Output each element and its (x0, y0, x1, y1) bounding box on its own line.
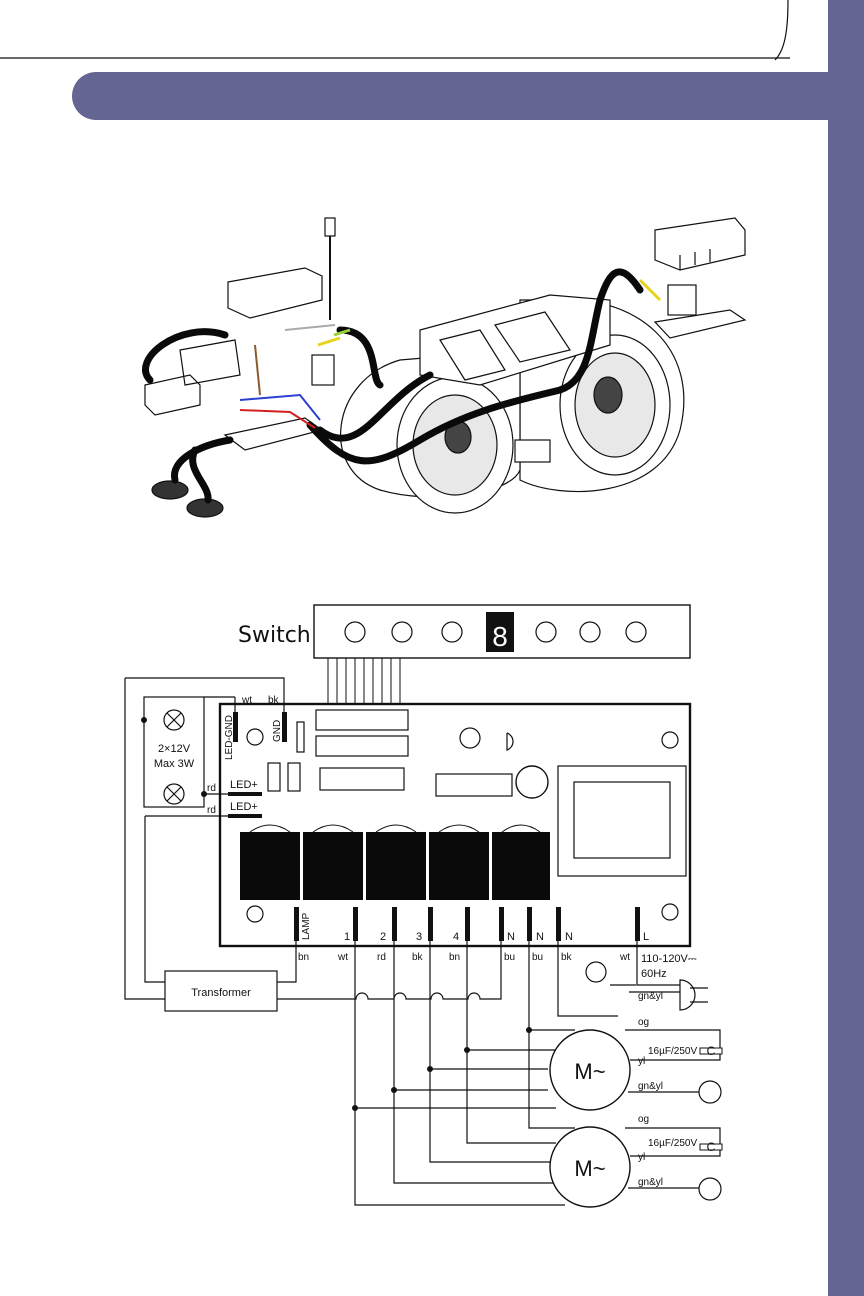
capacitor-board (516, 766, 548, 798)
ground-symbol (586, 962, 606, 982)
switch-button-6 (626, 622, 646, 642)
wire-color-9: wt (619, 952, 630, 963)
wire-bk-top: bk (268, 695, 280, 706)
chip-2 (436, 774, 512, 796)
resistor-2 (288, 763, 300, 791)
terminal-3-label: 3 (416, 931, 422, 943)
motor-2-cap-symbol: C (707, 1140, 716, 1154)
switch-button-4 (536, 622, 556, 642)
terminal-n1-label: N (507, 931, 515, 943)
relay-4 (429, 825, 489, 900)
chip-1 (320, 768, 404, 790)
rd-label-2: rd (207, 805, 216, 816)
transformer-label: Transformer (191, 987, 251, 999)
wire-color-3: rd (377, 952, 386, 963)
plug-gnyl-label: gn&yl (638, 991, 663, 1002)
supply-voltage: 110-120V⎓ (641, 953, 697, 965)
terminal-n2-label: N (536, 931, 544, 943)
led-spot-lights (152, 481, 223, 517)
led-plus-label-2: LED+ (230, 801, 258, 813)
switch-button-1 (345, 622, 365, 642)
display-digit: 8 (492, 621, 508, 652)
gnd-label: GND (272, 720, 283, 742)
wire-color-6: bu (504, 952, 515, 963)
supply-frequency: 60Hz (641, 968, 667, 980)
junction-box-right (655, 218, 745, 338)
wire-color-8: bk (561, 952, 573, 963)
relay-1 (240, 825, 300, 900)
mount-hole-br (662, 904, 678, 920)
motor-1-capacitor: 16µF/250V (648, 1046, 697, 1057)
motor-2-og: og (638, 1114, 649, 1125)
lamp-bulbs (164, 710, 184, 804)
switch-button-3 (442, 622, 462, 642)
switch-button-2 (392, 622, 412, 642)
switch-button-5 (580, 622, 600, 642)
connector-bottom (316, 736, 408, 756)
motor-1-cap-symbol: C (707, 1044, 716, 1058)
motor-2-gnyl: gn&yl (638, 1177, 663, 1188)
resistor-1 (268, 763, 280, 791)
mount-hole-bl (247, 906, 263, 922)
terminal-l-label: L (643, 931, 649, 943)
wire-color-5: bn (449, 952, 460, 963)
buzzer (460, 728, 480, 748)
led-plus-label-1: LED+ (230, 779, 258, 791)
motor-1-og: og (638, 1017, 649, 1028)
terminal-lamp-label: LAMP (301, 912, 312, 940)
top-rule-curve (775, 0, 788, 60)
terminal-2-label: 2 (380, 931, 386, 943)
mount-hole-tl (247, 729, 263, 745)
mount-hole-tr (662, 732, 678, 748)
rd-label-1: rd (207, 783, 216, 794)
switch-label: Switch (238, 623, 311, 648)
wire-color-4: bk (412, 952, 424, 963)
wire-color-1: bn (298, 952, 309, 963)
terminal-4-label: 4 (453, 931, 459, 943)
motor-2-capacitor: 16µF/250V (648, 1138, 697, 1149)
led-gnd-label: LED-GND (224, 715, 235, 760)
wire-color-7: bu (532, 952, 543, 963)
relay-2 (303, 825, 363, 900)
lamp-rating-2: Max 3W (154, 758, 195, 770)
fuse (297, 722, 304, 752)
connector-top (316, 710, 408, 730)
motor-1-symbol: M~ (574, 1059, 605, 1084)
motor-1-gnyl: gn&yl (638, 1081, 663, 1092)
wire-wt-top: wt (241, 695, 252, 706)
relay-3 (366, 825, 426, 900)
lamp-rating-1: 2×12V (158, 743, 191, 755)
motor-2-symbol: M~ (574, 1156, 605, 1181)
power-plug (325, 218, 335, 236)
relay-5 (492, 825, 550, 900)
relays (240, 825, 550, 900)
motor-2-yl: yl (638, 1152, 645, 1163)
motor-1-yl: yl (638, 1056, 645, 1067)
terminal-n3-label: N (565, 931, 573, 943)
wire-color-2: wt (337, 952, 348, 963)
terminal-1-label: 1 (344, 931, 350, 943)
